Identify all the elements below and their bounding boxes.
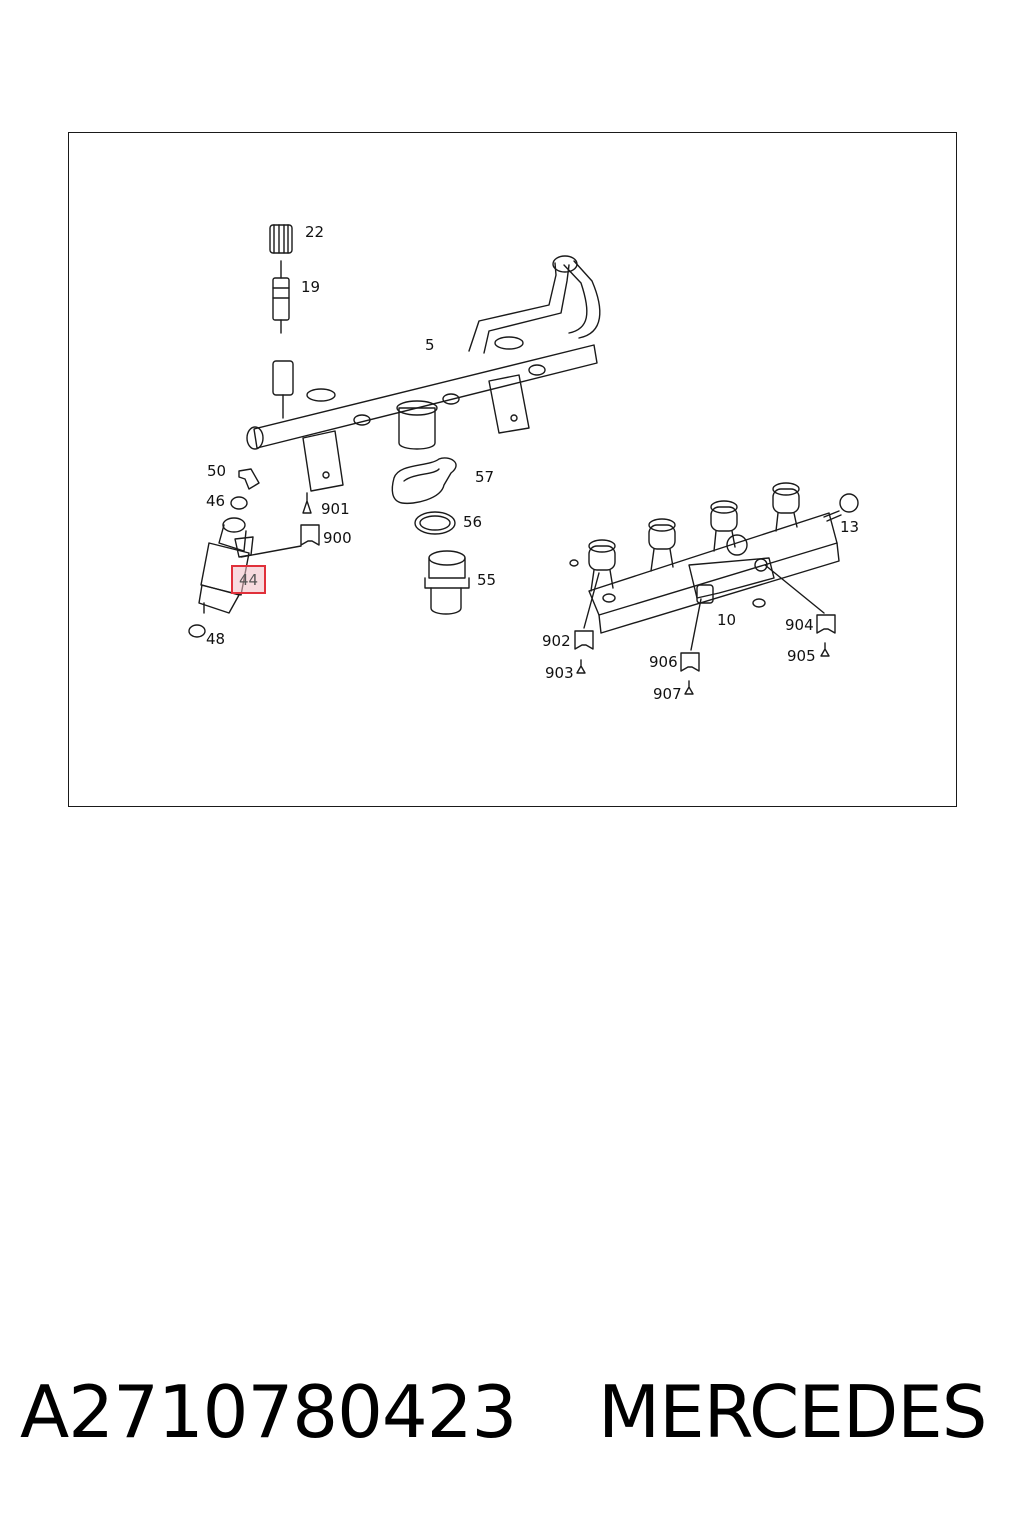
highlighted-part-44[interactable]: 44 bbox=[231, 565, 266, 594]
label-904: 904 bbox=[785, 616, 814, 634]
footer-caption: A2710780423 MERCEDES bbox=[20, 1370, 1010, 1470]
screw-905-shape bbox=[820, 642, 830, 657]
injector-44-shape bbox=[198, 517, 254, 614]
leader-904 bbox=[764, 564, 825, 614]
label-906: 906 bbox=[649, 653, 678, 671]
label-13: 13 bbox=[840, 518, 859, 536]
label-48: 48 bbox=[206, 630, 225, 648]
label-901: 901 bbox=[321, 500, 350, 518]
screw-903-shape bbox=[576, 659, 586, 674]
leader-902 bbox=[583, 572, 600, 629]
label-50: 50 bbox=[207, 462, 226, 480]
label-22: 22 bbox=[305, 223, 324, 241]
screw-901-shape bbox=[302, 492, 312, 514]
label-56: 56 bbox=[463, 513, 482, 531]
label-46: 46 bbox=[206, 492, 225, 510]
oring-46-shape bbox=[230, 496, 248, 510]
diagram-drawing: 22 19 5 50 46 901 900 57 56 55 48 13 10 … bbox=[188, 223, 859, 703]
rail-assembly-10-shape bbox=[569, 482, 840, 634]
label-10: 10 bbox=[717, 611, 736, 629]
oring-56-shape bbox=[414, 511, 456, 535]
damper-55-shape bbox=[424, 550, 470, 615]
label-905: 905 bbox=[787, 647, 816, 665]
label-57: 57 bbox=[475, 468, 494, 486]
label-900: 900 bbox=[323, 529, 352, 547]
screw-907-shape bbox=[684, 680, 694, 695]
cap-22-shape bbox=[269, 224, 293, 254]
label-19: 19 bbox=[301, 278, 320, 296]
connector-902-shape bbox=[574, 630, 594, 650]
label-902: 902 bbox=[542, 632, 571, 650]
connector-904-shape bbox=[816, 614, 836, 634]
parts-diagram: 22 19 5 50 46 901 900 57 56 55 48 13 10 … bbox=[68, 132, 957, 807]
connector-906-shape bbox=[680, 652, 700, 672]
seal-57-shape bbox=[391, 457, 457, 505]
label-907: 907 bbox=[653, 685, 682, 703]
oring-48-shape bbox=[188, 624, 206, 638]
leader-906 bbox=[690, 598, 702, 651]
label-55: 55 bbox=[477, 571, 496, 589]
valve-19-shape bbox=[272, 260, 290, 334]
part-number: A2710780423 bbox=[20, 1370, 517, 1454]
brand-name: MERCEDES bbox=[598, 1370, 987, 1454]
connector-900-shape bbox=[300, 524, 320, 546]
clip-50-shape bbox=[238, 468, 260, 490]
screw-13-shape bbox=[823, 493, 859, 522]
fuel-rail-5-shape bbox=[246, 255, 601, 492]
label-5: 5 bbox=[425, 336, 435, 354]
label-903: 903 bbox=[545, 664, 574, 682]
